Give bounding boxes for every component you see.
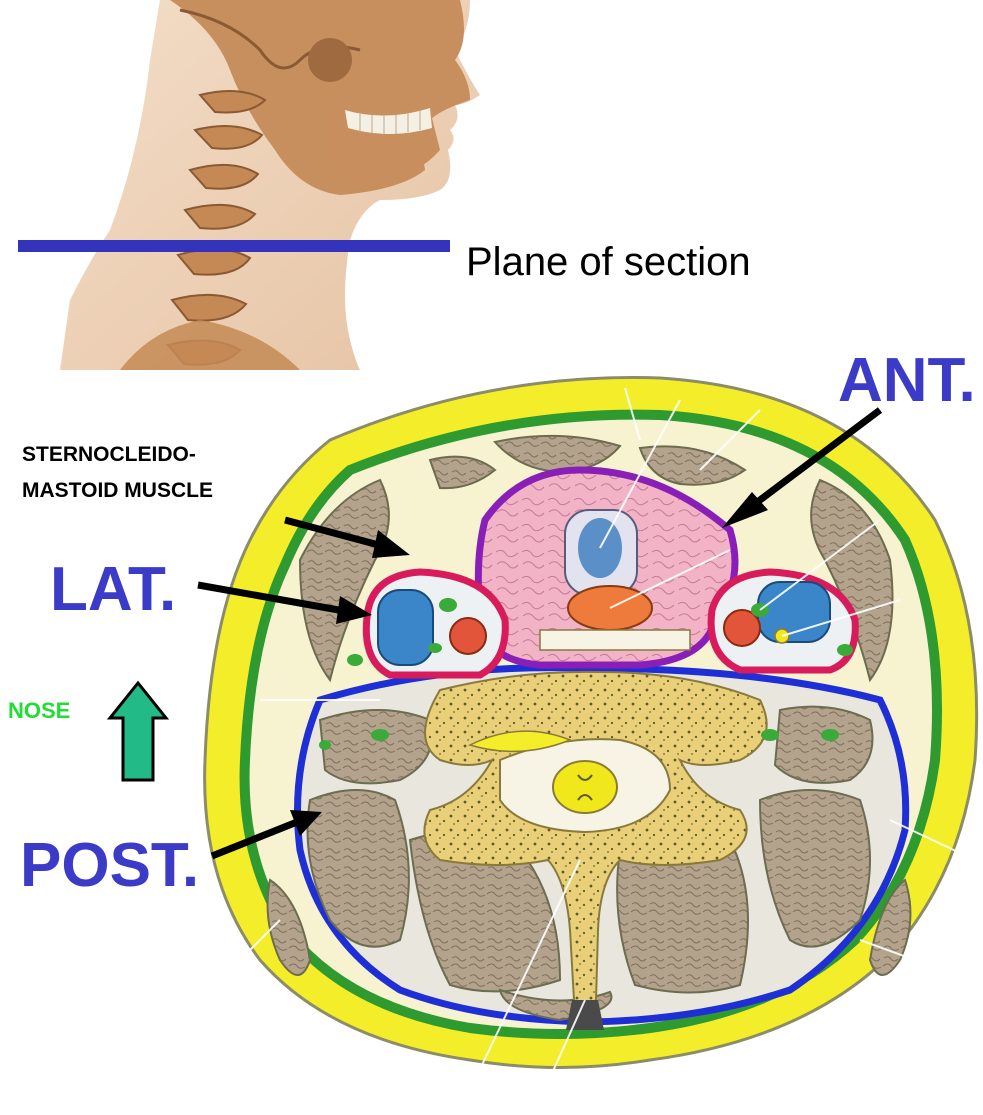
anterior-label: ANT. [838,345,976,416]
sternocleidomastoid-label: STERNOCLEIDO- MASTOID MUSCLE [22,437,213,508]
nose-direction-arrow [110,683,166,780]
plane-of-section-label: Plane of section [466,240,751,285]
nose-label: NOSE [8,698,70,724]
spinal-cord [553,761,617,813]
head-neck-illustration [60,0,480,370]
neck-cross-section [205,378,977,1100]
posterior-label: POST. [20,830,199,901]
lateral-label: LAT. [50,554,176,625]
plane-of-section-line [18,240,450,252]
